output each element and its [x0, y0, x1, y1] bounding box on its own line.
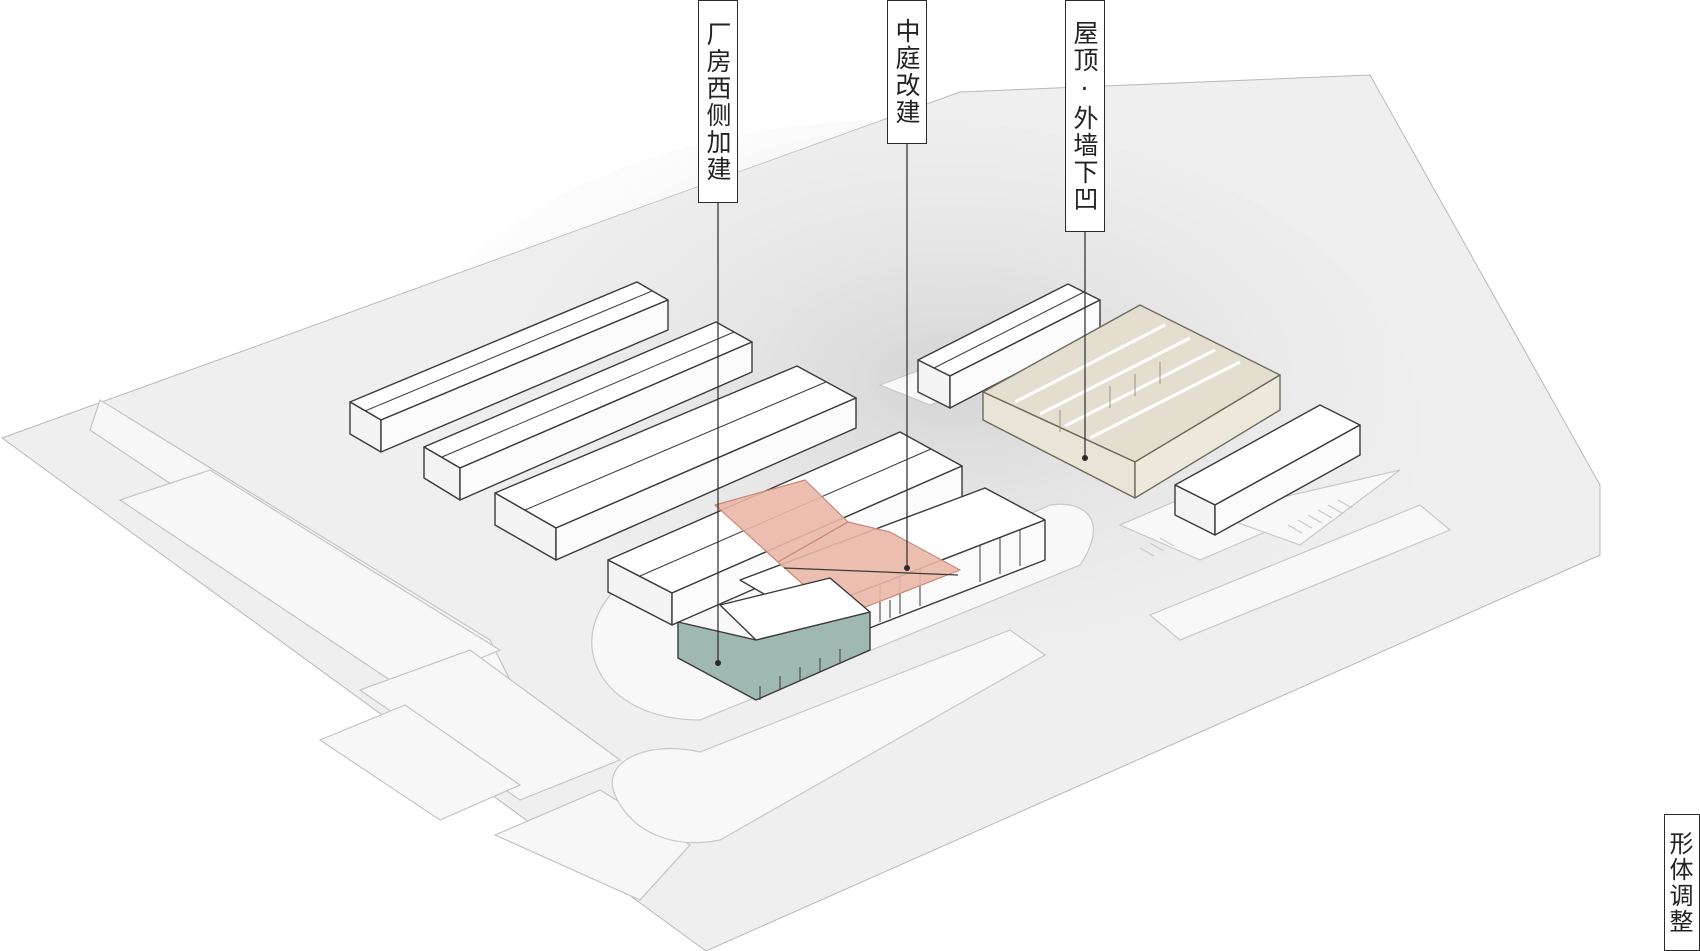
- label-west-extension: 厂房西侧加建: [698, 0, 738, 203]
- parking-stripes: [1139, 499, 1353, 557]
- label-roof-wall: 屋顶·外墙下凹: [1065, 0, 1105, 232]
- diagram-title: 形体调整: [1664, 814, 1700, 951]
- building-shed-3: [494, 365, 857, 561]
- leader-dots: [715, 455, 1088, 666]
- label-courtyard: 中庭改建: [887, 0, 927, 144]
- building-shed-2: [423, 321, 753, 501]
- building-shed-east: [917, 283, 1101, 409]
- recessed-roof-building: [982, 304, 1281, 499]
- building-shed-1: [349, 281, 669, 453]
- building-east-block: [1174, 404, 1361, 536]
- leader-lines: [717, 144, 1086, 663]
- west-addition: [677, 577, 871, 701]
